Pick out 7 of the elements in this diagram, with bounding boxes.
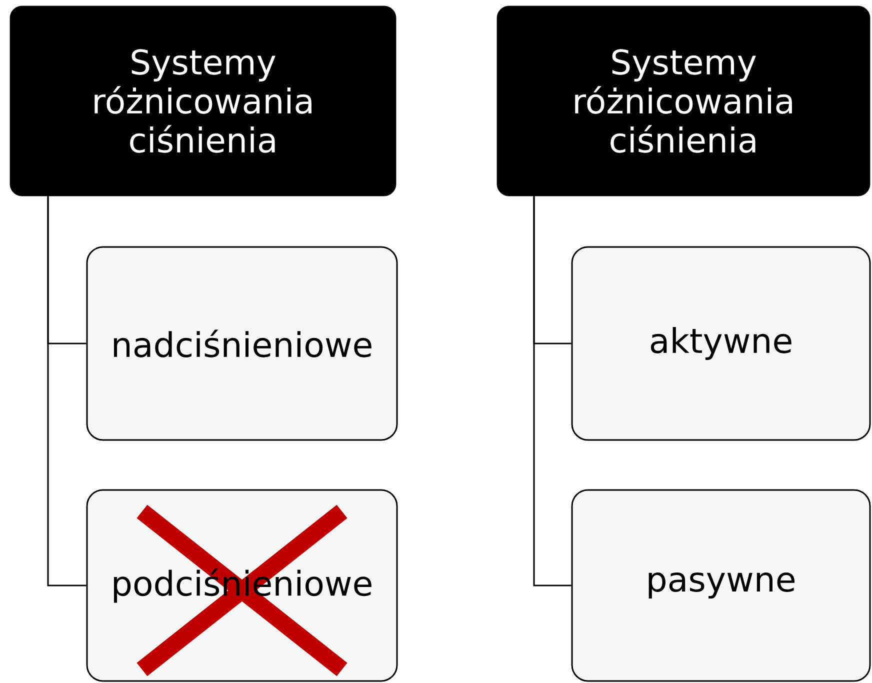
- header-box: Systemy różnicowania ciśnienia: [496, 6, 870, 196]
- category-box: aktywne: [571, 246, 871, 441]
- category-box: nadciśnieniowe: [86, 246, 398, 441]
- connector-line: [533, 196, 572, 586]
- category-box: pasywne: [571, 489, 871, 682]
- header-box: Systemy różnicowania ciśnienia: [10, 6, 396, 196]
- connector-line: [47, 196, 86, 586]
